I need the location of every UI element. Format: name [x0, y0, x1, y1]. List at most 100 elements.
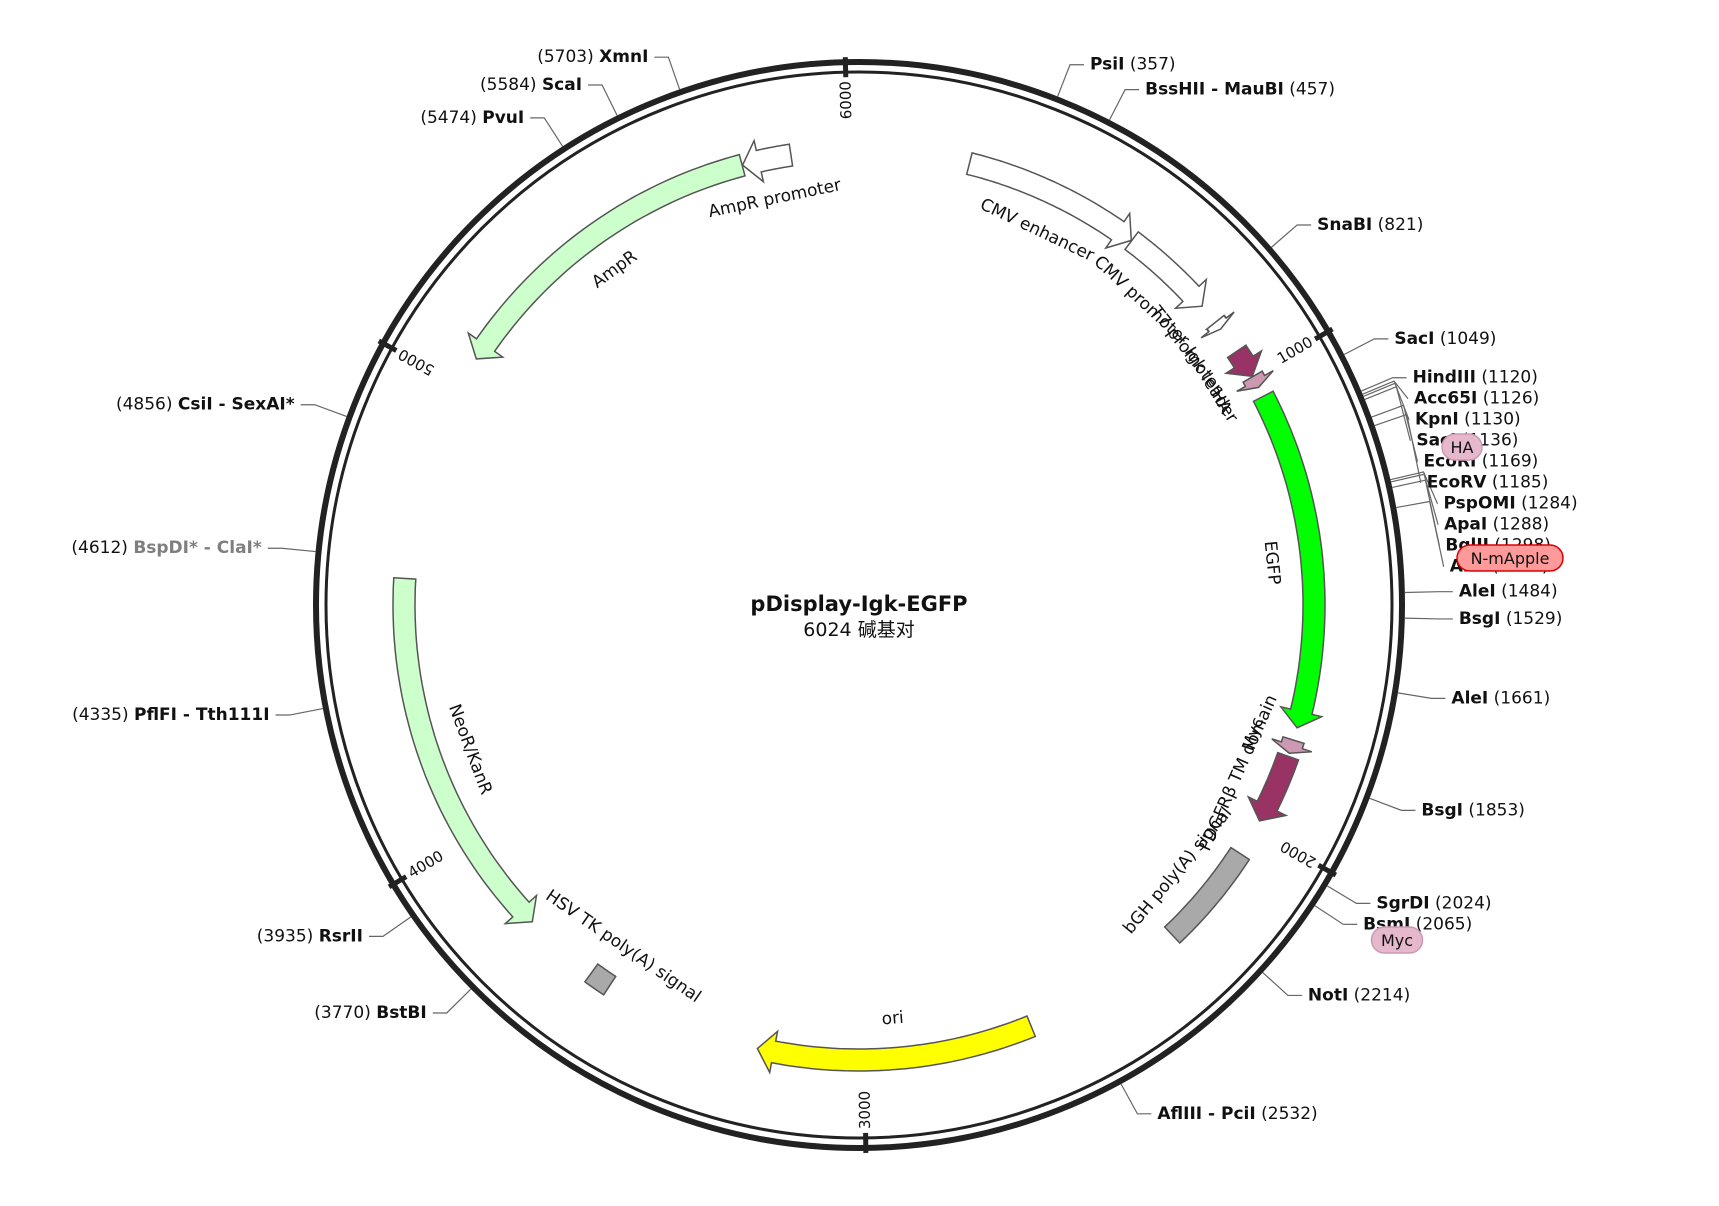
- tick-mark: [1313, 326, 1334, 342]
- site-name: RsrII: [319, 926, 363, 946]
- restriction-site: ApaI (1288): [1444, 515, 1549, 535]
- restriction-site: PsiI (357): [1090, 55, 1176, 75]
- restriction-site: AleI (1484): [1459, 582, 1558, 602]
- tick-label: 4000: [405, 847, 447, 882]
- feature-ha-tag: [1236, 369, 1274, 393]
- restriction-site: BsgI (1853): [1421, 800, 1525, 820]
- site-name: AleI: [1459, 582, 1496, 602]
- site-position: (3770): [314, 1003, 371, 1023]
- site-position: (1529): [1506, 609, 1563, 629]
- feature-t7-promoter: [1200, 311, 1235, 339]
- site-leader-line: [530, 117, 564, 147]
- site-name: ApaI: [1444, 515, 1487, 535]
- tick-mark: [377, 338, 398, 353]
- feature-label-hsv: HSV TK poly(A) signal: [542, 886, 705, 1007]
- badge-label: Myc: [1381, 931, 1413, 950]
- tick-mark: [1317, 862, 1338, 878]
- tick-mark: [842, 57, 849, 78]
- site-leader-line: [1364, 385, 1411, 441]
- feature-label-ori: ori: [881, 1008, 905, 1030]
- site-position: (3935): [257, 926, 314, 946]
- feature-myc-tag: [1271, 735, 1313, 754]
- site-leader-line: [1262, 972, 1302, 997]
- feature-hsv: [583, 962, 617, 996]
- site-leader-line: [432, 988, 472, 1014]
- site-position: (821): [1378, 215, 1424, 235]
- restriction-site: AleI (1661): [1451, 688, 1550, 708]
- site-leader-line: [1404, 617, 1453, 620]
- site-leader-line: [1343, 338, 1389, 356]
- site-position: (4335): [72, 705, 129, 725]
- site-leader-line: [1397, 692, 1446, 699]
- restriction-site: (4612) BspDI* - ClaI*: [71, 538, 262, 558]
- restriction-site: BsgI (1529): [1459, 609, 1563, 629]
- restriction-site: SnaBI (821): [1317, 215, 1423, 235]
- site-leader-line: [1374, 413, 1422, 483]
- site-name: BstBI: [376, 1003, 427, 1023]
- site-name: HindIII: [1413, 368, 1476, 388]
- site-position: (2532): [1261, 1104, 1318, 1124]
- site-name: EcoRV: [1427, 473, 1487, 493]
- badge-n-mapple: [1456, 544, 1564, 572]
- site-leader-line: [1362, 380, 1409, 400]
- site-position: (4612): [71, 538, 128, 558]
- site-position: (1126): [1483, 389, 1540, 409]
- site-position: (2024): [1435, 893, 1492, 913]
- tick-label: 3000: [856, 1091, 874, 1129]
- site-position: (4856): [116, 395, 173, 415]
- site-name: PflFI - Tth111I: [134, 705, 270, 725]
- tick-label: 6000: [836, 81, 855, 120]
- restriction-site: PspOMI (1284): [1444, 494, 1578, 514]
- site-position: (1185): [1492, 473, 1549, 493]
- site-leader-line: [1369, 797, 1416, 811]
- feature-cmv-enhancer: [965, 151, 1133, 250]
- feature-ampr-promoter: [741, 138, 794, 184]
- site-position: (2214): [1354, 985, 1411, 1005]
- feature-cmv-promoter: [1123, 230, 1208, 310]
- site-name: PvuI: [482, 108, 524, 128]
- site-position: (1049): [1440, 329, 1497, 349]
- site-position: (5584): [480, 75, 537, 95]
- site-leader-line: [275, 707, 324, 716]
- feature-bgh: [1163, 846, 1251, 945]
- site-position: (1484): [1501, 582, 1558, 602]
- site-position: (1661): [1494, 688, 1551, 708]
- feature-igk-leader: [1223, 344, 1263, 378]
- site-name: PspOMI: [1444, 494, 1516, 514]
- plasmid-length: 6024 碱基对: [803, 619, 914, 641]
- feature-ampr: [466, 153, 746, 360]
- site-name: NotI: [1308, 985, 1348, 1005]
- site-leader-line: [1396, 500, 1445, 567]
- restriction-site: (3935) RsrII: [257, 926, 363, 946]
- site-name: KpnI: [1415, 410, 1459, 430]
- restriction-site: SacI (1049): [1394, 329, 1496, 349]
- site-position: (1284): [1521, 494, 1578, 514]
- site-name: AleI: [1451, 688, 1488, 708]
- restriction-site: NotI (2214): [1308, 985, 1410, 1005]
- restriction-site: BssHII - MauBI (457): [1145, 80, 1335, 100]
- restriction-site: AflIII - PciI (2532): [1157, 1104, 1317, 1124]
- badge-myc: [1370, 926, 1424, 954]
- feature-neor: [392, 577, 538, 925]
- site-name: SacI: [1394, 329, 1434, 349]
- site-position: (1288): [1493, 515, 1550, 535]
- site-position: (357): [1130, 55, 1176, 75]
- badge-label: N-mApple: [1471, 549, 1550, 568]
- plasmid-title: pDisplay-Igk-EGFP: [750, 592, 967, 616]
- site-name: CsiI - SexAI*: [178, 395, 295, 415]
- restriction-site: (4856) CsiI - SexAI*: [116, 395, 295, 415]
- tick-label: 1000: [1274, 333, 1316, 368]
- badge-label: HA: [1451, 438, 1474, 457]
- feature-label-ampr: AmpR: [588, 246, 641, 292]
- site-position: (1169): [1482, 452, 1539, 472]
- site-leader-line: [1108, 89, 1140, 121]
- site-name: BspDI* - ClaI*: [133, 538, 262, 558]
- restriction-site: (4335) PflFI - Tth111I: [72, 705, 269, 725]
- feature-ori: [756, 1015, 1037, 1075]
- restriction-site: HindIII (1120): [1413, 368, 1538, 388]
- site-name: BsgI: [1421, 800, 1463, 820]
- site-leader-line: [1120, 1083, 1152, 1115]
- site-leader-line: [1390, 471, 1439, 504]
